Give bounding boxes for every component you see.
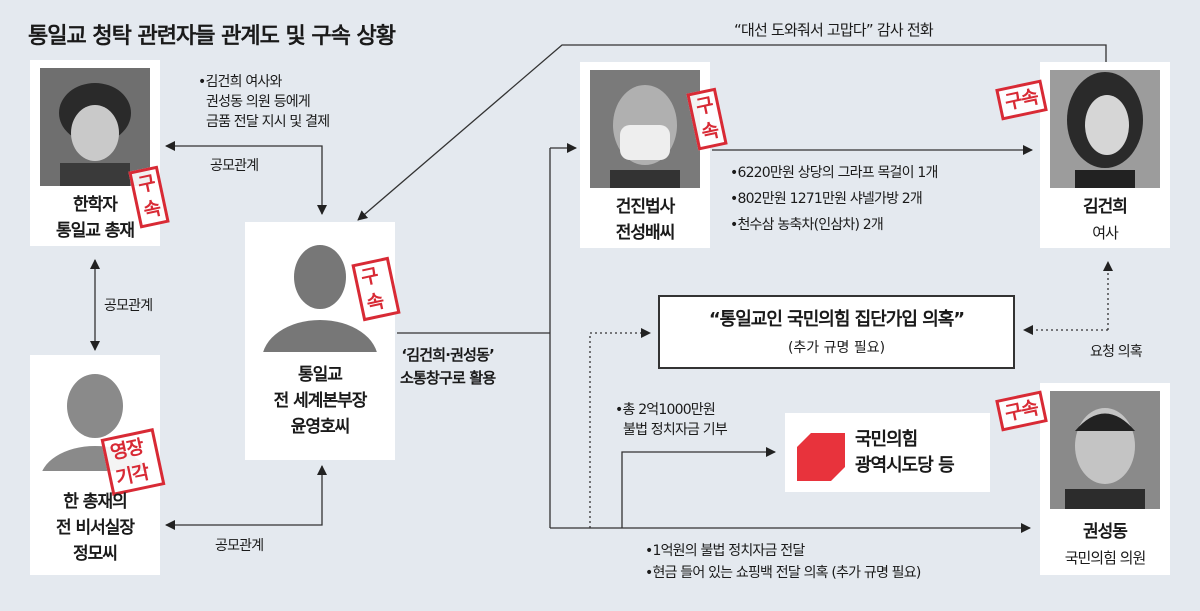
kwon-money-list: •1억원의 불법 정치자금 전달 •현금 들어 있는 쇼핑백 전달 의혹 (추가… (645, 540, 921, 584)
person-role: 전 비서실장 (55, 518, 135, 538)
person-card-jeon: 건진법사 전성배씨 구속 (580, 62, 729, 248)
donation-arrow (621, 447, 776, 528)
warrant-rejected-stamp: 영장기각 (100, 428, 166, 496)
person-role: 통일교 총재 (55, 221, 135, 241)
conspiracy-label: 공모관계 (104, 298, 153, 314)
mass-join-title: “통일교인 국민의힘 집단가입 의혹” (708, 309, 965, 330)
person-name: 정모씨 (73, 544, 118, 564)
han-yoon-line (165, 141, 327, 215)
request-label: 요청 의혹 (1090, 344, 1143, 360)
thanks-call-label: “대선 도와줘서 고맙다” 감사 전화 (728, 20, 939, 40)
gifts-list: •6220만원 상당의 그라프 목걸이 1개 •802만원 1271만원 샤넬가… (730, 160, 938, 238)
channel-label: ‘김건희·권성동’소통창구로 활용 (400, 346, 496, 387)
person-name: 전성배씨 (615, 223, 676, 243)
list-item: •1억원의 불법 정치자금 전달 (645, 543, 805, 559)
list-item: •천수삼 농축차(인삼차) 2개 (730, 217, 884, 233)
person-card-kwon: 권성동 국민의힘 의원 구속 (995, 383, 1170, 575)
photo (1050, 70, 1160, 188)
person-name: 한학자 (73, 195, 118, 215)
conspiracy-label: 공모관계 (215, 538, 264, 554)
photo (590, 70, 700, 188)
jung-yoon-line (165, 465, 327, 530)
photo (1050, 391, 1160, 509)
person-role: 여사 (1092, 224, 1119, 242)
person-card-jung: 영장기각 한 총재의 전 비서실장 정모씨 (30, 355, 166, 575)
party-logo-icon (797, 433, 845, 481)
person-card-yoon: 통일교 전 세계본부장 윤영호씨 구속 (245, 222, 401, 460)
person-name: 윤영호씨 (290, 417, 351, 437)
photo (40, 68, 150, 186)
person-role: 국민의힘 의원 (1064, 549, 1147, 567)
page-title: 통일교 청탁 관련자들 관계도 및 구속 상황 (28, 24, 396, 49)
silhouette-icon (263, 245, 377, 352)
person-name: 김건희 (1083, 197, 1128, 217)
person-name: 권성동 (1083, 522, 1128, 542)
conspiracy-label: 공모관계 (210, 158, 259, 174)
person-card-kim: 김건희 여사 구속 (995, 62, 1170, 248)
list-item: •802만원 1271만원 샤넬가방 2개 (730, 191, 923, 207)
list-item: •6220만원 상당의 그라프 목걸이 1개 (730, 165, 938, 181)
list-item: •현금 들어 있는 쇼핑백 전달 의혹 (추가 규명 필요) (645, 565, 921, 581)
mass-join-box: “통일교인 국민의힘 집단가입 의혹” (추가 규명 필요) (658, 295, 1015, 369)
person-role: 건진법사 (615, 197, 676, 217)
mass-join-subtitle: (추가 규명 필요) (787, 340, 886, 356)
person-role: 전 세계본부장 (273, 391, 368, 411)
person-name: 한 총재의 (63, 492, 127, 512)
thanks-call-line (357, 44, 1107, 221)
person-card-han: 한학자 통일교 총재 구속 (30, 60, 171, 246)
person-org: 통일교 (298, 365, 343, 385)
mass-join-dotted (589, 328, 651, 528)
